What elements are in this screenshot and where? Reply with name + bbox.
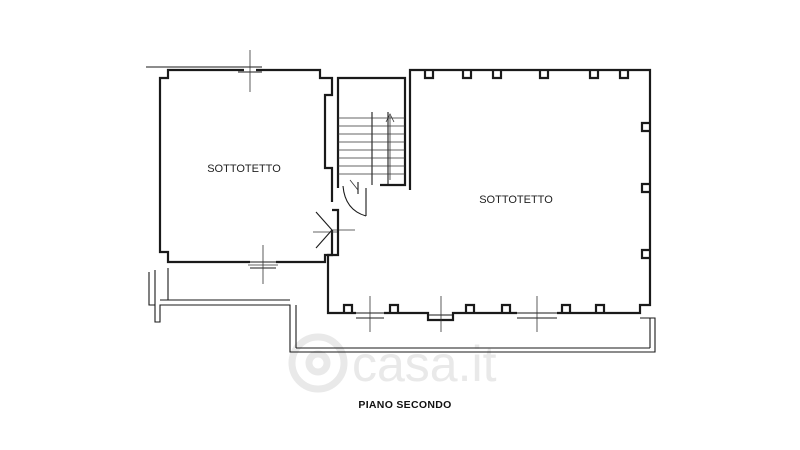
stair-door-arc (342, 185, 367, 217)
right-room-walls (326, 68, 652, 322)
right-room-window-1 (356, 296, 384, 332)
watermark: casa.it (288, 333, 497, 393)
right-room-bottom-notches (342, 303, 606, 313)
watermark-logo-icon (288, 333, 348, 393)
stair-treads-right (372, 117, 405, 175)
watermark-text: casa.it (352, 336, 497, 392)
stair-treads-left (338, 117, 372, 175)
right-room-top-notches (423, 70, 630, 80)
stair-arrow-icon (385, 113, 395, 180)
terrace-outline (148, 268, 656, 353)
left-room-window-bottom (248, 245, 278, 284)
watermark-logo-inner-icon (305, 350, 331, 376)
floor-label: PIANO SECONDO (358, 399, 451, 411)
left-room-door (313, 211, 355, 249)
right-room-label: SOTTOTETTO (479, 194, 553, 206)
right-room-side-notches (640, 121, 650, 260)
stairwell (336, 76, 407, 217)
left-room-label: SOTTOTETTO (207, 163, 281, 175)
left-room-walls (158, 68, 334, 264)
right-room-window-3 (517, 296, 557, 332)
left-room-window-top (238, 50, 262, 92)
right-room-window-2 (428, 296, 453, 332)
